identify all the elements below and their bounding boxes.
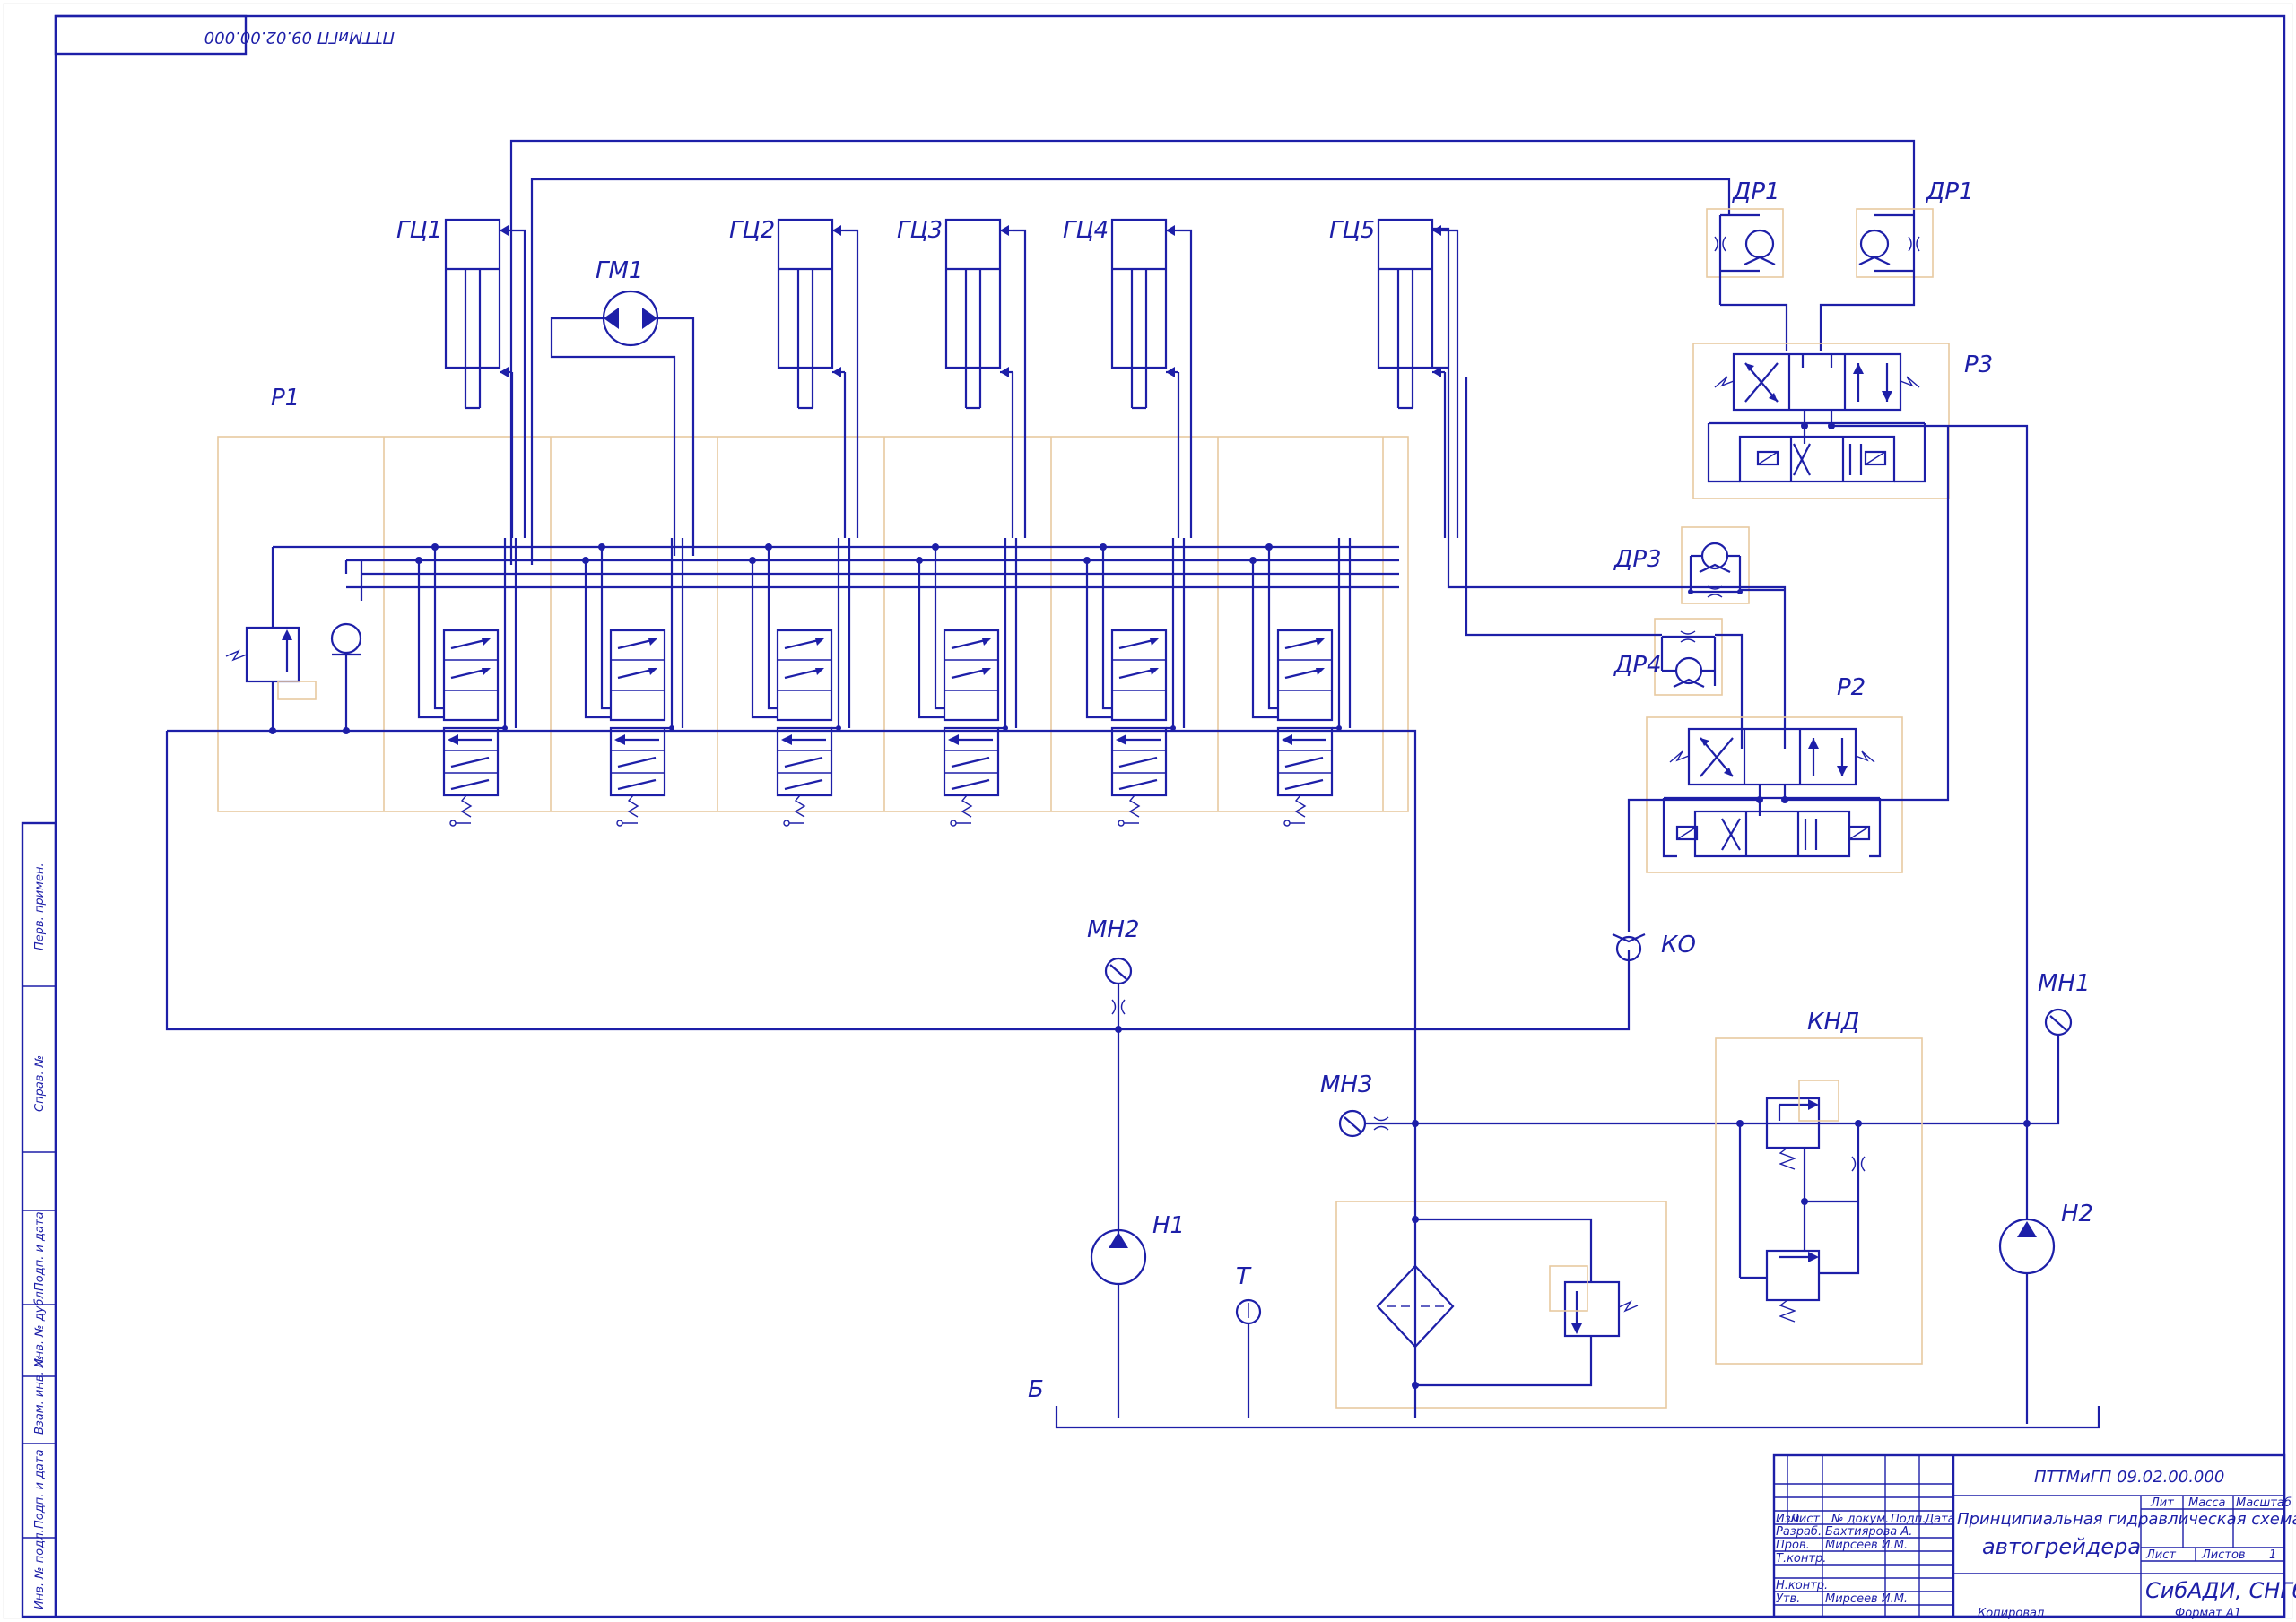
tb-scale: Масштаб [2236,1496,2292,1510]
label-b: Б [1028,1376,1044,1403]
gauge-mn1: МН1 [2027,970,2091,1125]
hydraulic-cylinder: ГЦ1 [396,217,526,538]
tb-sheets: Листов [2201,1548,2246,1562]
label-dr3: ДР3 [1613,546,1662,573]
tb-role-prov: Пров. [1776,1539,1810,1552]
label-dr4: ДР4 [1613,652,1662,679]
tb-role-tkontr: Т.контр. [1776,1552,1826,1566]
hydraulic-cylinder: ГЦ3 [897,217,1027,538]
r1-spool-section [916,538,1018,827]
filter-block [1335,1031,1667,1418]
tb-role-razrab: Разраб. [1776,1525,1822,1539]
thermometer-t: Т [1235,1263,1262,1418]
side-podp2: Подп. и дата [33,1449,47,1529]
motor-gm1: ГМ1 [550,257,695,556]
tb-hdr-podp: Подп. [1891,1513,1926,1526]
label-r1: Р1 [271,385,300,412]
drawing-frame [54,14,2286,1618]
tb-lit: Лит [2150,1496,2174,1510]
mirrored-stamp: ПТТМиГП 09.02.00.000 [54,14,395,56]
label-cylinder: ГЦ5 [1329,217,1375,244]
tb-hdr-izm: Изм [1776,1513,1800,1526]
label-t: Т [1236,1263,1252,1290]
r1-spool-sections [415,538,1352,827]
throttle-dr3: ДР3 [1613,526,1750,604]
label-dr1-left: ДР1 [1732,178,1780,205]
side-stamp: Перв. примен. Справ. № Подп. и дата Инв.… [21,821,57,1618]
label-cylinder: ГЦ2 [729,217,775,244]
distributor-r1: Р1 [217,385,1409,812]
side-inv-dubl: Инв. № дубл. [33,1288,47,1367]
mirrored-stamp-text: ПТТМиГП 09.02.00.000 [204,28,395,47]
tb-name-razrab: Бахтиярова А. [1825,1525,1912,1539]
tb-mass: Масса [2188,1496,2225,1510]
tank-b: Б [1028,1376,2100,1429]
side-vzam: Взам. инв. № [33,1356,47,1435]
r1-spool-section [1249,538,1352,827]
label-mn3: МН3 [1320,1071,1373,1098]
label-cylinder: ГЦ4 [1063,217,1109,244]
label-r2: Р2 [1837,674,1866,701]
tb-format: Формат А1 [2175,1607,2241,1620]
distributor-r3: Р3 [1692,343,2029,1121]
pump-h2: Н2 [1998,1123,2093,1424]
check-valve-ko: КО [1612,932,1696,962]
r1-spool-section [415,538,517,827]
title-block: Изм Лист № докум. Подп. Дата Разраб. Про… [1772,1453,2296,1620]
side-inv-podl: Инв. № подл. [33,1529,47,1609]
tb-hdr-doc: № докум. [1831,1513,1889,1526]
label-mn1: МН1 [2038,970,2091,997]
label-gm1: ГМ1 [596,257,643,284]
tb-stamp-code: ПТТМиГП 09.02.00.000 [2034,1468,2224,1487]
tb-name-utv: Мирсеев И.М. [1825,1592,1908,1606]
tb-hdr-list: Лист [1789,1513,1820,1526]
r1-spool-section [1083,538,1186,827]
label-h2: Н2 [2061,1201,2093,1227]
label-cylinder: ГЦ1 [396,217,442,244]
hydraulic-cylinder: ГЦ2 [729,217,859,538]
pressure-main-line [167,729,1417,1031]
label-ko: КО [1661,932,1696,958]
tb-title-line2: автогрейдера [1982,1534,2141,1559]
r1-spool-section [749,538,851,827]
side-podp1: Подп. и дата [33,1211,47,1291]
tb-hdr-date: Дата [1924,1513,1955,1526]
label-r3: Р3 [1964,351,1993,378]
tb-organization: СибАДИ, СНГб-14Т1 [2145,1578,2296,1603]
label-cylinder: ГЦ3 [897,217,943,244]
tb-role-utv: Утв. [1776,1592,1800,1606]
throttle-dr4: ДР4 [1613,618,1723,696]
pump-h1: Н1 [1090,1212,1185,1418]
cylinders-group: ГЦ1 ГЦ2 ГЦ3 ГЦ4 ГЦ5 [396,217,1459,538]
hydraulic-cylinder: ГЦ5 [1329,217,1459,538]
tb-role-nkontr: Н.контр. [1776,1579,1828,1592]
label-dr1-right: ДР1 [1926,178,1974,205]
gauge-mn3: МН3 [1320,1071,2031,1138]
tb-sheet: Лист [2145,1548,2176,1562]
distributor-r2: Р2 [1627,426,1950,932]
gauge-mn2: МН2 [1087,916,1140,1237]
label-h1: Н1 [1152,1212,1185,1239]
tb-title-line1: Принципиальная гидравлическая схема [1957,1510,2296,1529]
r1-spool-section [582,538,684,827]
side-sprav: Справ. № [33,1055,47,1112]
throttle-dr1-right: ДР1 [1819,178,1974,351]
tb-name-prov: Мирсеев И.М. [1825,1539,1908,1552]
label-mn2: МН2 [1087,916,1140,943]
tb-sheets-count: 1 [2269,1548,2276,1562]
hydraulic-cylinder: ГЦ4 [1063,217,1193,538]
pressure-valve-knd: КНД [1715,1009,1923,1365]
label-knd: КНД [1807,1009,1859,1036]
tb-copied: Копировал [1978,1607,2044,1620]
side-perv: Перв. примен. [33,863,47,950]
throttle-dr1-left: ДР1 [1706,178,1788,351]
